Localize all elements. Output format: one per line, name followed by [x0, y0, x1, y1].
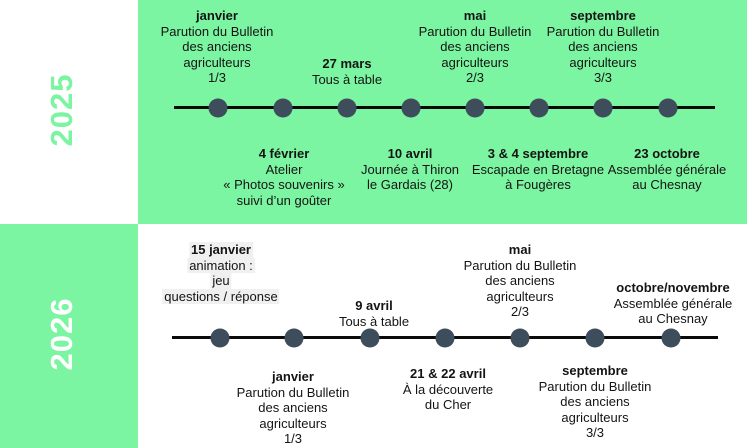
timeline-dot [658, 98, 678, 118]
event-line: Parution du Bulletin [538, 378, 652, 394]
event-date: octobre/novembre [616, 280, 730, 295]
event-2025-mai: mai Parution du Bulletin des anciens agr… [419, 8, 532, 86]
timeline-dot [208, 98, 228, 118]
event-line: suivi d’un goûter [236, 192, 332, 208]
event-2026-janvier: janvier Parution du Bulletin des anciens… [237, 369, 350, 447]
event-line: des anciens [440, 39, 510, 54]
event-date: septembre [570, 8, 636, 23]
event-date: 15 janvier [189, 242, 253, 258]
event-date: 4 février [258, 146, 310, 161]
event-2026-15-janvier: 15 janvier animation : jeu questions / r… [162, 242, 280, 304]
event-line: Assemblée générale [613, 295, 733, 311]
event-line: agriculteurs [561, 409, 629, 425]
event-date: 23 octobre [634, 146, 700, 161]
event-2026-mai: mai Parution du Bulletin des anciens agr… [464, 242, 577, 320]
event-line: des anciens [485, 273, 555, 288]
event-2026-9-avril: 9 avril Tous à table [339, 298, 409, 329]
event-date: septembre [562, 363, 628, 378]
event-line: des anciens [568, 39, 638, 54]
event-date: 10 avril [387, 146, 433, 161]
event-date: 27 mars [322, 56, 372, 71]
background-top-left [0, 0, 138, 224]
event-line: Escapade en Bretagne [471, 161, 605, 177]
event-line: Parution du Bulletin [418, 23, 532, 39]
event-2025-septembre: septembre Parution du Bulletin des ancie… [547, 8, 660, 86]
event-line: le Gardais (28) [367, 177, 453, 192]
event-line: du Cher [424, 397, 472, 412]
event-line: 1/3 [283, 431, 303, 446]
event-line: agriculteurs [569, 54, 637, 70]
timeline-dot [529, 98, 549, 118]
event-2026-octobre-novembre: octobre/novembre Assemblée générale au C… [614, 280, 733, 327]
timeline-dot [210, 328, 230, 348]
event-line: des anciens [182, 39, 252, 54]
event-line: 3/3 [593, 70, 613, 85]
event-line: agriculteurs [486, 288, 554, 304]
event-line: agriculteurs [183, 54, 251, 70]
event-date: mai [508, 242, 532, 257]
timeline-dot [510, 328, 530, 348]
event-2025-23-octobre: 23 octobre Assemblée générale au Chesnay [608, 146, 727, 193]
event-line: À la découverte [402, 381, 494, 397]
event-line: Tous à table [311, 71, 383, 87]
event-date: mai [463, 8, 487, 23]
event-line: 2/3 [465, 70, 485, 85]
timeline-dot [593, 98, 613, 118]
timeline-dot [401, 98, 421, 118]
event-line: questions / réponse [162, 288, 280, 304]
event-line: Parution du Bulletin [160, 23, 274, 39]
timeline-dot [585, 328, 605, 348]
event-line: Assemblée générale [607, 161, 727, 177]
event-line: agriculteurs [259, 415, 327, 431]
background-panel-2025 [138, 0, 747, 224]
event-line: 2/3 [510, 304, 530, 319]
event-line: « Photos souvenirs » [223, 177, 345, 192]
event-2025-27-mars: 27 mars Tous à table [312, 56, 382, 87]
event-line: jeu [210, 273, 232, 289]
timeline-dot [273, 98, 293, 118]
event-date: 3 & 4 septembre [487, 146, 589, 161]
event-line: 1/3 [207, 70, 227, 85]
background-panel-2026-label [0, 224, 138, 448]
event-2025-janvier: janvier Parution du Bulletin des anciens… [161, 8, 274, 86]
timeline-dot [284, 328, 304, 348]
event-date: janvier [196, 8, 238, 23]
event-line: animation : [187, 257, 255, 273]
event-line: Atelier [265, 161, 303, 177]
event-line: Parution du Bulletin [546, 23, 660, 39]
event-2026-septembre: septembre Parution du Bulletin des ancie… [539, 363, 652, 441]
event-2025-3-4-septembre: 3 & 4 septembre Escapade en Bretagne à F… [472, 146, 604, 193]
event-line: à Fougères [505, 177, 571, 192]
event-line: des anciens [258, 400, 328, 415]
event-date: 9 avril [355, 298, 393, 313]
event-date: 21 & 22 avril [410, 366, 486, 381]
event-2025-10-avril: 10 avril Journée à Thiron le Gardais (28… [361, 146, 459, 193]
event-line: 3/3 [585, 425, 605, 440]
event-2026-21-22-avril: 21 & 22 avril À la découverte du Cher [403, 366, 493, 413]
event-line: Parution du Bulletin [236, 384, 350, 400]
event-line: des anciens [560, 394, 630, 409]
timeline-dot [360, 328, 380, 348]
timeline-dot [435, 328, 455, 348]
year-label-2026: 2026 [44, 297, 79, 371]
timeline-dot [337, 98, 357, 118]
event-line: au Chesnay [638, 311, 708, 326]
event-line: Parution du Bulletin [463, 257, 577, 273]
timeline-dot [661, 328, 681, 348]
event-line: Journée à Thiron [360, 161, 460, 177]
timeline-dot [465, 98, 485, 118]
timeline-axis-2025 [174, 106, 715, 109]
event-line: agriculteurs [441, 54, 509, 70]
event-2025-4-fevrier: 4 février Atelier « Photos souvenirs » s… [223, 146, 344, 208]
year-label-2025: 2025 [44, 73, 79, 147]
event-line: au Chesnay [632, 177, 702, 192]
event-date: janvier [272, 369, 314, 384]
event-line: Tous à table [338, 313, 410, 329]
